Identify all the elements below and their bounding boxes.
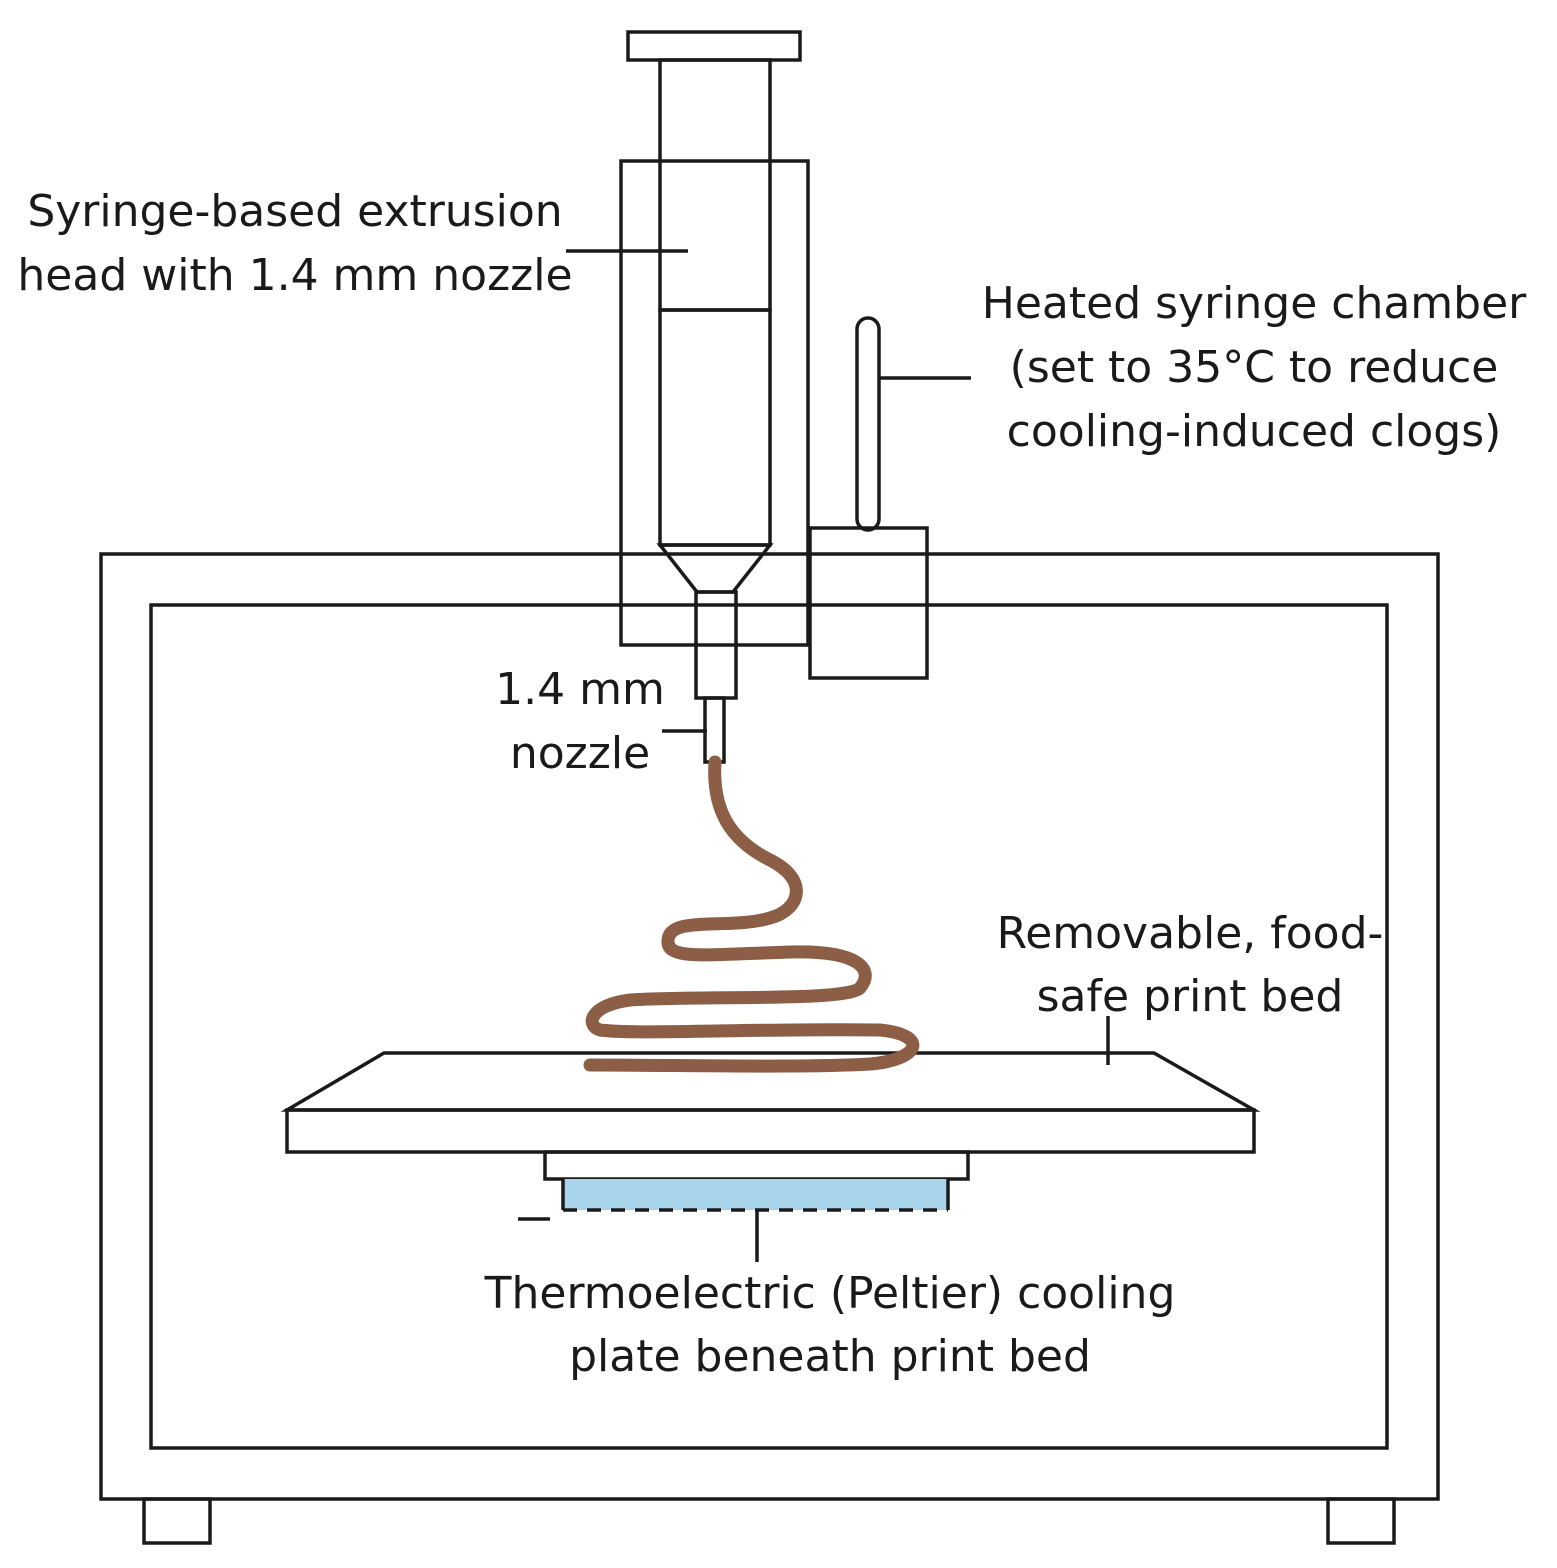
nozzle-tip [703,696,726,764]
heater-block [808,526,929,680]
frame-inner [149,603,1389,1450]
syringe-taper [656,543,774,594]
print-bed-label-line1: Removable, food- [997,908,1384,959]
extrusion-head-label-line1: Syringe-based extrusion [27,186,562,237]
cooling-plate-mount [543,1150,970,1181]
extrusion-head-label-line2: head with 1.4 mm nozzle [17,250,572,301]
print-bed-label-line2: safe print bed [1037,971,1344,1022]
printer-frame [99,552,1440,1545]
print-bed-front [285,1108,1256,1154]
cooling-plate-label-line1: Thermoelectric (Peltier) cooling [484,1268,1176,1319]
heater-rod [855,316,881,532]
syringe-chamber-label-line3: cooling-induced clogs) [1007,406,1502,457]
plunger-cap [626,30,802,62]
syringe-chamber-label-line2: (set to 35°C to reduce [1010,342,1499,393]
syringe-barrel [658,58,772,312]
syringe-chamber-label-line1: Heated syringe chamber [982,278,1527,329]
nozzle-label-line1: 1.4 mm [495,664,665,715]
nozzle-label-line2: nozzle [510,728,650,779]
extruded-strand [583,755,920,1073]
frame-outer [99,552,1440,1501]
cooling-plate-label-line2: plate beneath print bed [569,1331,1091,1382]
chamber-housing [619,159,810,647]
left-foot [142,1497,212,1545]
right-foot [1326,1497,1396,1545]
peltier-cooling-plate [563,1179,948,1210]
syringe-material [658,308,772,547]
